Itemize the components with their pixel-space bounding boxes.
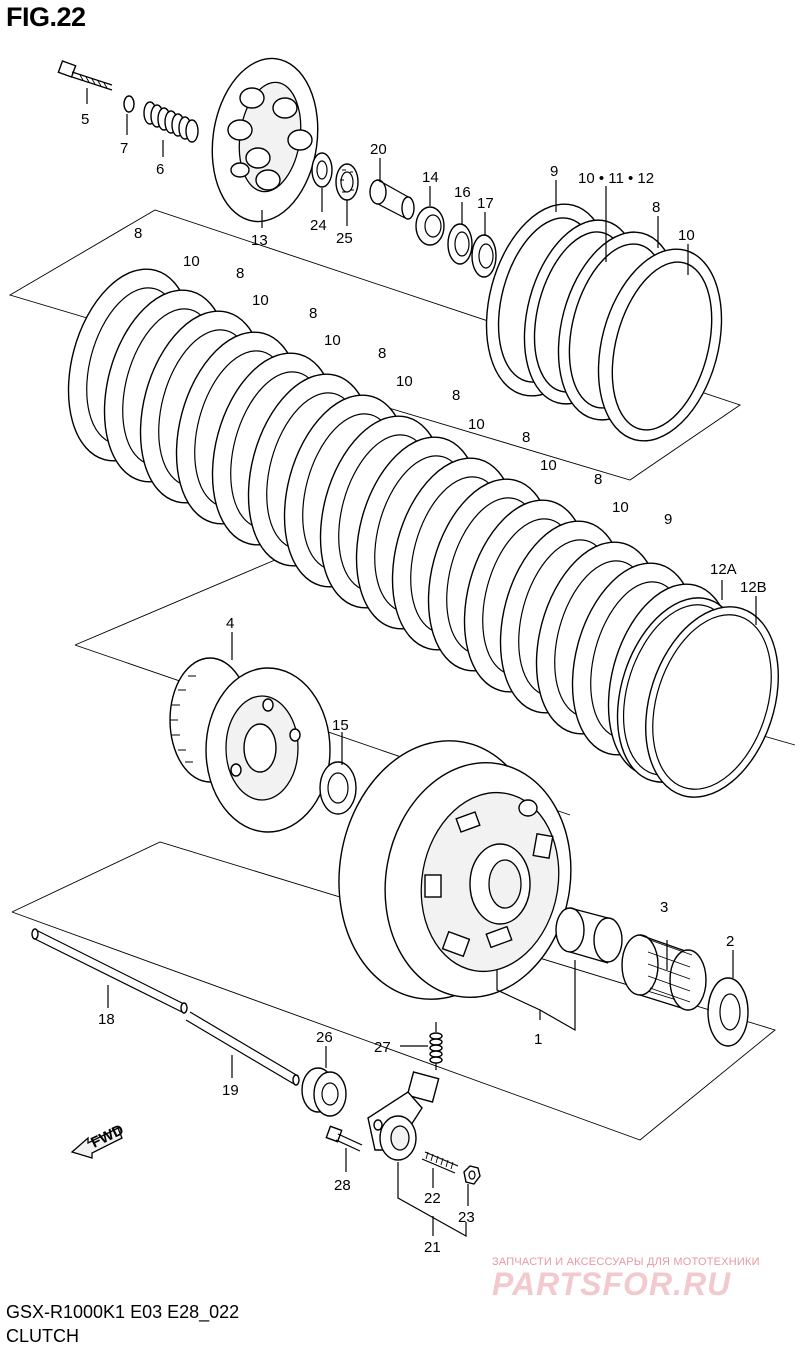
callout-22: 22 bbox=[424, 1190, 441, 1207]
callout-20: 20 bbox=[370, 141, 387, 158]
callout-26: 26 bbox=[316, 1029, 333, 1046]
callout-12b: 12B bbox=[740, 579, 767, 596]
callout-6: 6 bbox=[156, 161, 164, 178]
sleeve-spacer bbox=[555, 907, 623, 964]
washer-15 bbox=[319, 761, 357, 815]
spring-6 bbox=[143, 101, 199, 143]
callout-10-6: 10 bbox=[540, 457, 557, 474]
callout-8-7: 8 bbox=[594, 471, 602, 488]
callout-8-5: 8 bbox=[452, 387, 460, 404]
bolt-28 bbox=[325, 1125, 363, 1152]
callout-1: 1 bbox=[534, 1031, 542, 1048]
washer-7 bbox=[123, 95, 135, 113]
bearing-25 bbox=[335, 163, 359, 201]
bolt-5 bbox=[57, 60, 113, 91]
callout-10-3: 10 bbox=[324, 332, 341, 349]
watermark-tagline: ЗАПЧАСТИ И АКСЕССУАРЫ ДЛЯ МОТОТЕХНИКИ bbox=[492, 1256, 760, 1268]
push-rod-19 bbox=[185, 1011, 300, 1086]
callout-8-top: 8 bbox=[652, 199, 660, 216]
fwd-label: FWD bbox=[88, 1121, 126, 1151]
adjust-screw-22 bbox=[421, 1151, 459, 1174]
pressure-plate-13 bbox=[211, 57, 319, 223]
callout-8-2: 8 bbox=[236, 265, 244, 282]
callout-23: 23 bbox=[458, 1209, 475, 1226]
callout-10-5: 10 bbox=[468, 416, 485, 433]
clutch-housing-1 bbox=[338, 740, 572, 1000]
callout-17: 17 bbox=[477, 195, 494, 212]
callout-8-4: 8 bbox=[378, 345, 386, 362]
section-name: CLUTCH bbox=[6, 1326, 80, 1346]
shaft-group-frame bbox=[11, 841, 776, 1141]
figure-label: FIG.22 bbox=[6, 2, 86, 32]
washer-24 bbox=[311, 152, 333, 188]
callout-12a: 12A bbox=[710, 561, 737, 578]
leader-lines bbox=[86, 88, 757, 1238]
spring-washer-seat-12b bbox=[645, 606, 779, 798]
callout-8-1: 8 bbox=[134, 225, 142, 242]
fwd-arrow-icon bbox=[70, 1127, 123, 1159]
callout-10-2: 10 bbox=[252, 292, 269, 309]
callout-3: 3 bbox=[660, 899, 668, 916]
callout-10-7: 10 bbox=[612, 499, 629, 516]
callout-10-4: 10 bbox=[396, 373, 413, 390]
callout-10-1: 10 bbox=[183, 253, 200, 270]
callout-7: 7 bbox=[120, 140, 128, 157]
clutch-release-arm-21 bbox=[367, 1071, 440, 1161]
model-code: GSX-R1000K1 E03 E28_022 bbox=[6, 1302, 240, 1322]
callout-19: 19 bbox=[222, 1082, 239, 1099]
callout-25: 25 bbox=[336, 230, 353, 247]
callout-2: 2 bbox=[726, 933, 734, 950]
plate-group-frame-mid bbox=[74, 559, 276, 646]
callout-5: 5 bbox=[81, 111, 89, 128]
plate-stack-upper bbox=[485, 203, 723, 442]
needle-bearing-3 bbox=[621, 934, 707, 1011]
plate-group-frame-top bbox=[8, 209, 742, 481]
clutch-sleeve-hub-4 bbox=[169, 657, 331, 833]
callout-10-11-12: 10 • 11 • 12 bbox=[578, 170, 654, 187]
callout-9-top: 9 bbox=[550, 163, 558, 180]
callout-27: 27 bbox=[374, 1039, 391, 1056]
oil-seal-26 bbox=[301, 1067, 347, 1117]
callout-13: 13 bbox=[251, 232, 268, 249]
callout-15: 15 bbox=[332, 717, 349, 734]
watermark-logo: PARTSFOR.RU bbox=[492, 1266, 732, 1302]
nut-14 bbox=[415, 206, 445, 246]
callout-4: 4 bbox=[226, 615, 234, 632]
callout-28: 28 bbox=[334, 1177, 351, 1194]
callout-8-6: 8 bbox=[522, 429, 530, 446]
callout-21: 21 bbox=[424, 1239, 441, 1256]
nut-23 bbox=[463, 1165, 481, 1185]
push-piece-20 bbox=[369, 179, 415, 220]
push-rod-18 bbox=[31, 928, 188, 1014]
callout-16: 16 bbox=[454, 184, 471, 201]
thrust-washer-2 bbox=[707, 977, 749, 1047]
callout-18: 18 bbox=[98, 1011, 115, 1028]
callout-9-bottom: 9 bbox=[664, 511, 672, 528]
spring-27 bbox=[429, 1022, 443, 1070]
callout-10-top: 10 bbox=[678, 227, 695, 244]
callout-8-3: 8 bbox=[309, 305, 317, 322]
callout-14: 14 bbox=[422, 169, 439, 186]
callout-24: 24 bbox=[310, 217, 327, 234]
